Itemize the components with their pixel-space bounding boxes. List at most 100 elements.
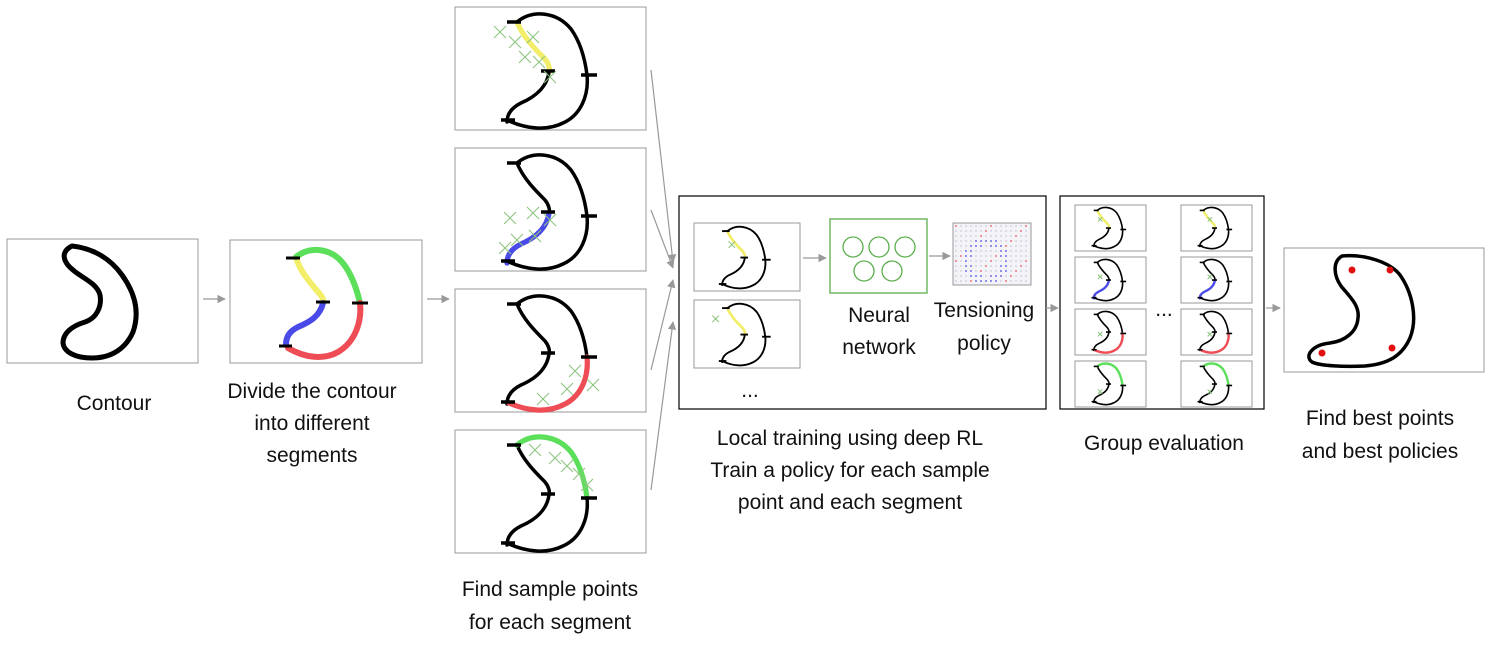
segment-red bbox=[1199, 332, 1230, 354]
x-mark-icon bbox=[503, 211, 517, 225]
best-caption-line1: Find best points bbox=[1305, 407, 1455, 430]
segment-green bbox=[515, 12, 589, 77]
x-mark-icon bbox=[580, 478, 594, 492]
eval-panel bbox=[1180, 308, 1253, 356]
segment-green bbox=[726, 225, 767, 261]
divide-caption-line1: Divide the contour bbox=[227, 380, 397, 403]
contour-panel bbox=[6, 238, 199, 364]
sample-sketch-1 bbox=[493, 12, 597, 130]
group-evaluation-box bbox=[1059, 195, 1265, 410]
segment-red bbox=[507, 73, 590, 130]
sample-caption-line1: Find sample points bbox=[461, 578, 639, 601]
mini-sketch-a bbox=[718, 225, 771, 290]
x-mark-icon bbox=[498, 241, 512, 255]
x-mark-icon bbox=[1207, 216, 1213, 222]
x-mark-icon bbox=[528, 229, 542, 243]
eval-sketch bbox=[1197, 258, 1233, 302]
x-mark-icon bbox=[532, 55, 546, 69]
segment-red bbox=[1199, 280, 1230, 302]
tension-caption-line2: policy bbox=[957, 332, 1011, 355]
x-mark-icon bbox=[528, 443, 542, 457]
x-mark-icon bbox=[510, 233, 524, 247]
eval-sketch bbox=[1091, 258, 1127, 302]
segment-green bbox=[1202, 206, 1230, 231]
segment-blue bbox=[1198, 279, 1217, 300]
segment-blue bbox=[1198, 331, 1216, 352]
x-mark-icon bbox=[572, 467, 586, 481]
segment-blue bbox=[505, 493, 551, 547]
eval-sketch bbox=[1091, 310, 1127, 354]
best-point-markers bbox=[1318, 266, 1396, 357]
divide-caption-line2: into different bbox=[254, 412, 370, 435]
segment-red bbox=[507, 214, 590, 271]
segment-red bbox=[1093, 384, 1124, 406]
mini-sketch-b bbox=[711, 302, 771, 367]
segment-yellow bbox=[726, 306, 747, 337]
segment-blue bbox=[1092, 383, 1110, 404]
segment-blue bbox=[505, 352, 551, 406]
neural-caption-line1: Neural bbox=[848, 304, 910, 327]
training-ellipsis: ... bbox=[741, 379, 759, 402]
segment-red bbox=[1093, 228, 1124, 250]
sample-panels bbox=[454, 6, 647, 554]
neural-caption-line2: network bbox=[842, 336, 916, 359]
segment-green bbox=[1096, 362, 1124, 387]
local-training-box bbox=[678, 195, 1047, 410]
segment-green bbox=[515, 294, 589, 359]
local-caption-line1: Local training using deep RL bbox=[716, 427, 984, 450]
segment-yellow bbox=[726, 229, 747, 260]
sample-caption-line2: for each segment bbox=[468, 611, 632, 634]
segment-yellow bbox=[515, 443, 552, 497]
x-mark-icon bbox=[711, 315, 720, 323]
eval-panel bbox=[1074, 308, 1147, 356]
segment-red bbox=[1199, 384, 1230, 406]
eval-sketch bbox=[1091, 362, 1127, 406]
segment-yellow bbox=[515, 302, 552, 356]
segment-green bbox=[1202, 258, 1230, 283]
x-mark-icon bbox=[1207, 274, 1213, 280]
eval-sketch bbox=[1197, 206, 1233, 250]
group-caption: Group evaluation bbox=[1084, 432, 1244, 455]
segment-red bbox=[1093, 280, 1124, 302]
sample-sketch-2 bbox=[498, 153, 597, 271]
x-mark-icon bbox=[518, 50, 532, 64]
segment-green bbox=[1096, 258, 1124, 283]
x-mark-icon bbox=[1207, 389, 1213, 395]
sample-sketch-3 bbox=[501, 294, 600, 413]
sample-sketch-4 bbox=[501, 434, 597, 553]
segment-blue bbox=[721, 334, 746, 364]
x-mark-icon bbox=[1097, 216, 1103, 222]
segment-blue bbox=[1092, 331, 1110, 352]
segment-red bbox=[722, 258, 767, 290]
contour-caption: Contour bbox=[76, 392, 152, 415]
mini-panel-a bbox=[693, 222, 801, 292]
segment-blue bbox=[1092, 279, 1111, 300]
x-mark-icon bbox=[508, 35, 522, 49]
eval-sketch bbox=[1091, 206, 1127, 250]
segment-red bbox=[506, 354, 590, 413]
eval-sketch bbox=[1197, 362, 1233, 406]
segment-yellow bbox=[515, 161, 552, 215]
x-mark-icon bbox=[1207, 331, 1213, 337]
x-mark-icon bbox=[1097, 331, 1103, 337]
segment-blue bbox=[1198, 227, 1216, 248]
contour-shape bbox=[60, 243, 139, 361]
segment-blue bbox=[1198, 383, 1216, 404]
segment-green bbox=[293, 247, 363, 306]
x-mark-icon bbox=[1097, 274, 1103, 280]
best-caption-line2: and best policies bbox=[1301, 440, 1459, 463]
group-ellipsis: ... bbox=[1155, 298, 1173, 321]
x-mark-icon bbox=[543, 213, 557, 227]
segment-blue bbox=[1092, 227, 1110, 248]
x-mark-icon bbox=[560, 382, 574, 396]
x-mark-icon bbox=[728, 240, 736, 249]
x-mark-icon bbox=[526, 206, 540, 220]
segment-red bbox=[507, 496, 590, 553]
x-mark-icon bbox=[526, 30, 540, 44]
local-caption-line3: point and each segment bbox=[737, 491, 963, 514]
x-mark-icon bbox=[543, 70, 557, 84]
segment-red bbox=[1093, 332, 1124, 354]
segment-green bbox=[515, 153, 589, 218]
x-mark-icon bbox=[560, 459, 574, 473]
segment-green bbox=[726, 302, 767, 338]
